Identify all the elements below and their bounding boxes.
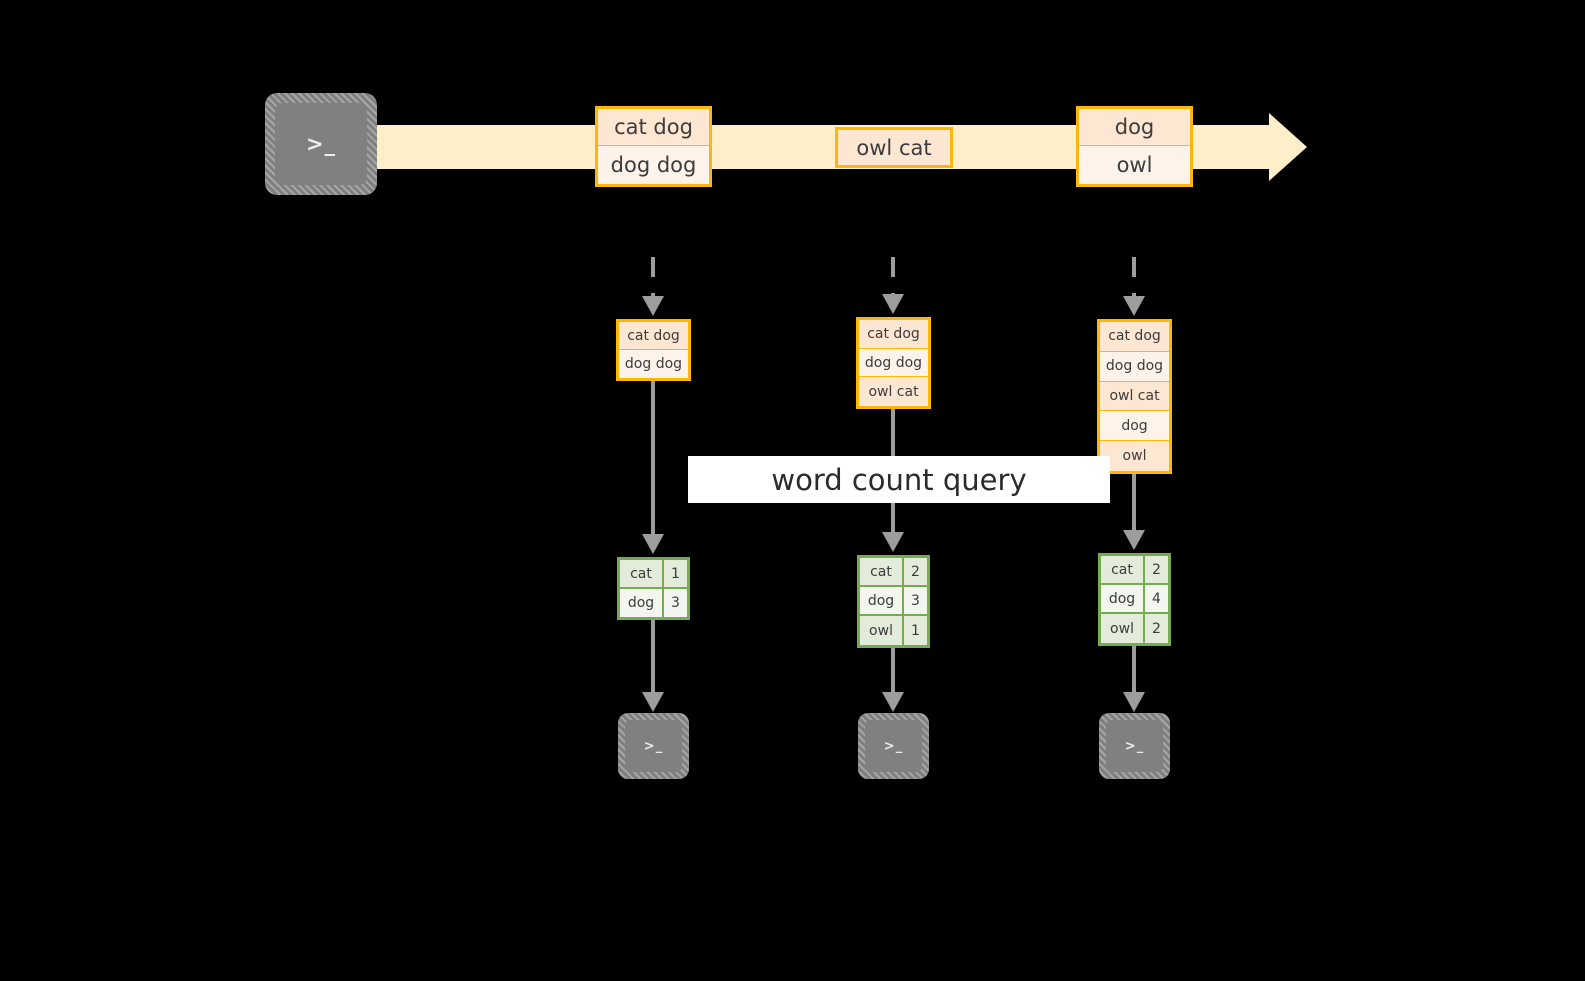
stream-group-1: cat dog dog dog: [595, 106, 712, 187]
result-word: cat: [620, 560, 664, 587]
snapshot-record: cat dog: [859, 320, 928, 349]
snapshot-record: owl: [1100, 441, 1169, 471]
result-count: 1: [664, 560, 687, 587]
snapshot-1-sink-terminal-icon[interactable]: >_: [618, 713, 689, 779]
snapshot-3-result-table: cat 2 dog 4 owl 2: [1098, 553, 1171, 646]
result-count: 3: [664, 589, 687, 617]
result-word: cat: [1101, 556, 1145, 583]
sink-terminal-prompt: >_: [1106, 720, 1163, 772]
snapshot-2-sink-arrowhead: [882, 692, 904, 712]
snapshot-3-sink-arrowhead: [1123, 692, 1145, 712]
table-row: owl 1: [860, 616, 927, 645]
sink-terminal-prompt: >_: [865, 720, 922, 772]
snapshot-2-inlet-arrowhead: [882, 294, 904, 314]
snapshot-record: dog dog: [1100, 351, 1169, 382]
stream-arrow-head: [1269, 113, 1307, 181]
result-word: cat: [860, 558, 904, 585]
result-count: 4: [1145, 585, 1168, 612]
snapshot-record: dog dog: [859, 348, 928, 378]
snapshot-record: dog dog: [619, 350, 688, 378]
snapshot-1-input-box: cat dog dog dog: [616, 319, 691, 381]
snapshot-2-query-arrowhead: [882, 532, 904, 552]
snapshot-1-query-arrowhead: [642, 534, 664, 554]
snapshot-3-input-box: cat dog dog dog owl cat dog owl: [1097, 319, 1172, 474]
stream-group-2: owl cat: [835, 127, 953, 168]
snapshot-3-inlet-connector: [1132, 257, 1136, 299]
snapshot-3-sink-terminal-icon[interactable]: >_: [1099, 713, 1170, 779]
sink-terminal-prompt: >_: [625, 720, 682, 772]
table-row: cat 2: [1101, 556, 1168, 585]
source-terminal-icon[interactable]: >_: [265, 93, 377, 195]
snapshot-3-sink-connector: [1132, 646, 1136, 694]
snapshot-2-result-table: cat 2 dog 3 owl 1: [857, 555, 930, 648]
stream-record: owl cat: [838, 130, 950, 165]
snapshot-3-query-arrowhead: [1123, 530, 1145, 550]
stream-group-3: dog owl: [1076, 106, 1193, 187]
source-terminal-prompt: >_: [275, 103, 367, 185]
snapshot-1-result-table: cat 1 dog 3: [617, 557, 690, 620]
stream-record: owl: [1079, 145, 1190, 184]
snapshot-3-query-connector: [1132, 474, 1136, 532]
table-row: dog 4: [1101, 585, 1168, 614]
result-word: dog: [1101, 585, 1145, 612]
table-row: cat 2: [860, 558, 927, 587]
snapshot-record: owl cat: [859, 377, 928, 406]
snapshot-record: cat dog: [619, 322, 688, 351]
result-word: owl: [1101, 614, 1145, 643]
stream-record: cat dog: [598, 109, 709, 146]
result-count: 3: [904, 587, 927, 614]
stream-record: dog dog: [598, 145, 709, 184]
snapshot-2-inlet-connector: [891, 257, 895, 299]
result-word: dog: [620, 589, 664, 617]
table-row: dog 3: [860, 587, 927, 616]
table-row: cat 1: [620, 560, 687, 589]
result-word: owl: [860, 616, 904, 645]
table-row: owl 2: [1101, 614, 1168, 643]
snapshot-record: dog: [1100, 411, 1169, 442]
snapshot-2-sink-connector: [891, 648, 895, 694]
snapshot-2-input-box: cat dog dog dog owl cat: [856, 317, 931, 409]
result-count: 2: [1145, 556, 1168, 583]
snapshot-1-inlet-arrowhead: [642, 296, 664, 316]
result-count: 1: [904, 616, 927, 645]
snapshot-2-sink-terminal-icon[interactable]: >_: [858, 713, 929, 779]
snapshot-record: cat dog: [1100, 322, 1169, 352]
query-label: word count query: [688, 456, 1110, 503]
table-row: dog 3: [620, 589, 687, 617]
snapshot-1-sink-arrowhead: [642, 692, 664, 712]
snapshot-record: owl cat: [1100, 381, 1169, 412]
result-count: 2: [1145, 614, 1168, 643]
snapshot-1-sink-connector: [651, 620, 655, 694]
result-count: 2: [904, 558, 927, 585]
snapshot-3-inlet-arrowhead: [1123, 296, 1145, 316]
result-word: dog: [860, 587, 904, 614]
stream-record: dog: [1079, 109, 1190, 146]
snapshot-1-inlet-connector: [651, 257, 655, 299]
snapshot-1-query-connector: [651, 381, 655, 536]
